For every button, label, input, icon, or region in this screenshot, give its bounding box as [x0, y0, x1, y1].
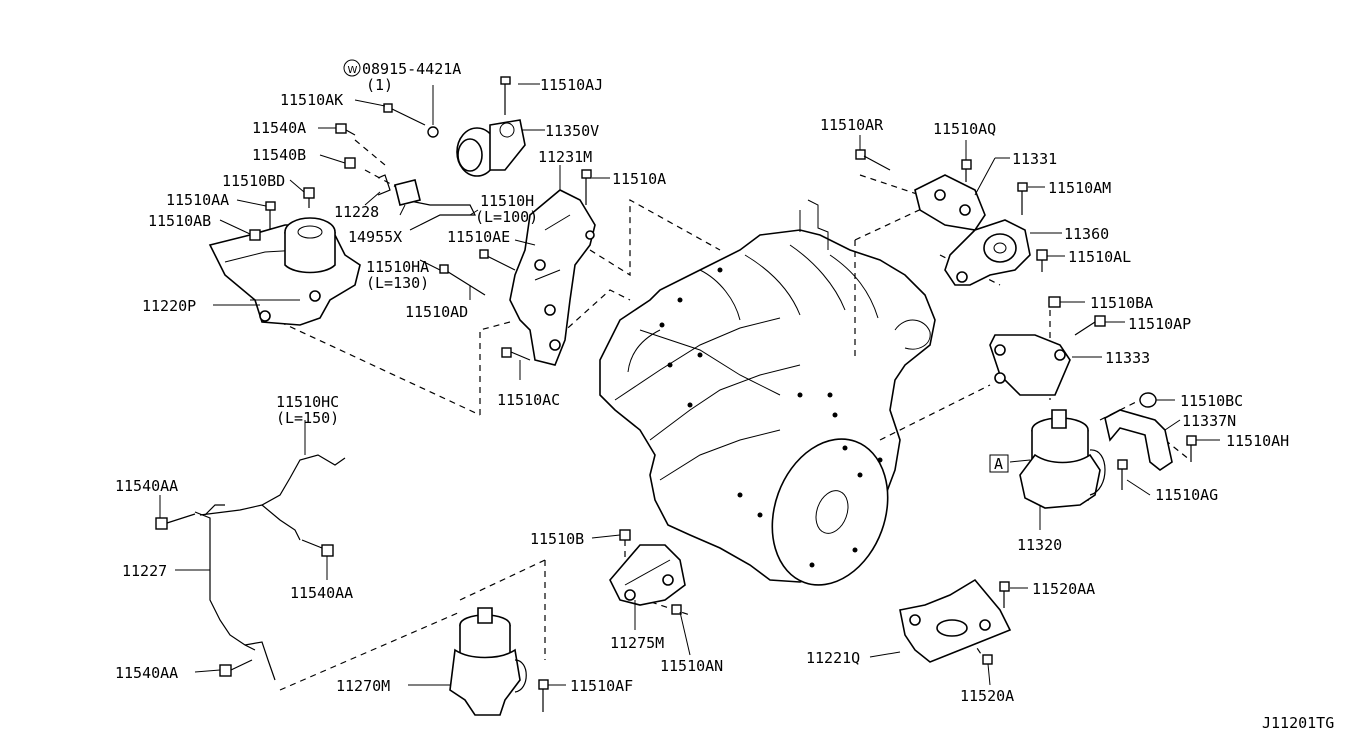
- label-11510HC: 11510HC: [276, 393, 339, 411]
- label-11510B: 11510B: [530, 530, 584, 548]
- bracket-11231M: [509, 189, 596, 366]
- label-washer-qty: (1): [366, 76, 393, 94]
- mount-11270M: [449, 607, 527, 716]
- bracket-11275M: [609, 544, 686, 606]
- label-11228: 11228: [334, 203, 379, 221]
- mount-11350V: [456, 119, 526, 177]
- label-11510AP: 11510AP: [1128, 315, 1191, 333]
- mount-11360: [944, 219, 1031, 286]
- label-11540AA-mid: 11540AA: [290, 584, 353, 602]
- label-11510AK: 11510AK: [280, 91, 343, 109]
- label-11231M: 11231M: [538, 148, 592, 166]
- bracket-11221Q: [899, 578, 1012, 663]
- label-11510AQ: 11510AQ: [933, 120, 996, 138]
- label-11320: 11320: [1017, 536, 1062, 554]
- mount-11220P: [208, 217, 361, 326]
- label-11220P: 11220P: [142, 297, 196, 315]
- label-11510AF: 11510AF: [570, 677, 633, 695]
- hoses: [194, 174, 476, 681]
- label-11510AB: 11510AB: [148, 212, 211, 230]
- label-11510AH: 11510AH: [1226, 432, 1289, 450]
- label-11520AA: 11520AA: [1032, 580, 1095, 598]
- label-11540B: 11540B: [252, 146, 306, 164]
- bracket-11337N: [1104, 409, 1173, 471]
- label-11360: 11360: [1064, 225, 1109, 243]
- label-11510AN: 11510AN: [660, 657, 723, 675]
- label-11221Q: 11221Q: [806, 649, 860, 667]
- label-11540A: 11540A: [252, 119, 306, 137]
- label-11510BD: 11510BD: [222, 172, 285, 190]
- label-11331: 11331: [1012, 150, 1057, 168]
- label-11510AG: 11510AG: [1155, 486, 1218, 504]
- label-14955X: 14955X: [348, 228, 402, 246]
- label-11510AC: 11510AC: [497, 391, 560, 409]
- diagram-id: J11201TG: [1262, 714, 1334, 732]
- label-11510H: 11510H: [480, 192, 534, 210]
- washer-marker-glyph: W: [348, 65, 358, 76]
- labels: W 08915-4421A (1) 11510AJ 11510AK 11540A…: [115, 59, 1334, 732]
- label-11510AJ: 11510AJ: [540, 76, 603, 94]
- label-11510HA: 11510HA: [366, 258, 429, 276]
- label-11275M: 11275M: [610, 634, 664, 652]
- label-ref-a: A: [994, 455, 1003, 473]
- label-11510HA-length: (L=130): [366, 274, 429, 292]
- leader-lines: [159, 83, 1220, 686]
- label-11510BA: 11510BA: [1090, 294, 1153, 312]
- label-11510AR: 11510AR: [820, 116, 884, 134]
- engine-block: [599, 199, 936, 586]
- label-11510AD: 11510AD: [405, 303, 468, 321]
- label-11510AM: 11510AM: [1048, 179, 1111, 197]
- mount-11320: [1019, 409, 1106, 509]
- label-11510HC-length: (L=150): [276, 409, 339, 427]
- ref-a-box: [989, 454, 1009, 473]
- label-11510AA: 11510AA: [166, 191, 229, 209]
- bolts: [155, 76, 1197, 712]
- label-11510A: 11510A: [612, 170, 666, 188]
- label-11510BC: 11510BC: [1180, 392, 1243, 410]
- label-11540AA-top: 11540AA: [115, 477, 178, 495]
- label-11350V: 11350V: [545, 122, 599, 140]
- washer-marker-icon: [343, 59, 361, 77]
- label-08915-4421A: 08915-4421A: [362, 60, 461, 78]
- label-11510AL: 11510AL: [1068, 248, 1131, 266]
- label-11510AE: 11510AE: [447, 228, 510, 246]
- label-11333: 11333: [1105, 349, 1150, 367]
- label-11520A: 11520A: [960, 687, 1014, 705]
- label-11510H-length: (L=100): [475, 208, 538, 226]
- label-11540AA-bottom: 11540AA: [115, 664, 178, 682]
- label-11337N: 11337N: [1182, 412, 1236, 430]
- bracket-11333: [989, 334, 1071, 396]
- label-11270M: 11270M: [336, 677, 390, 695]
- bracket-11331: [914, 174, 986, 231]
- label-11227: 11227: [122, 562, 167, 580]
